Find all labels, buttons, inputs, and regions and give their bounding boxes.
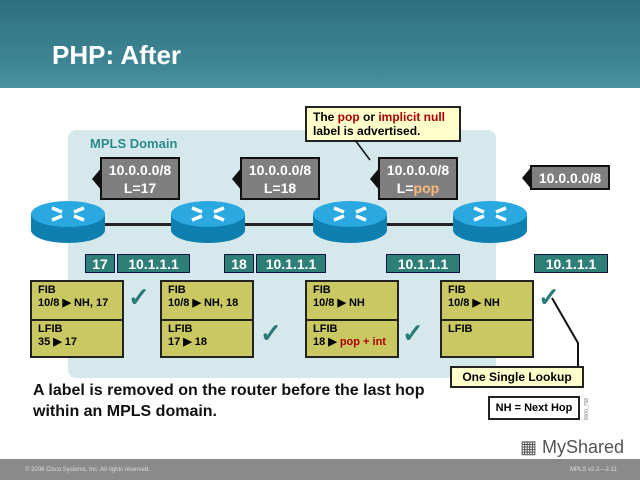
mpls-domain-label: MPLS Domain [90,136,178,151]
router-icon [30,200,106,244]
figure-id: 0000_798 [584,398,590,421]
packet-ip: 10.1.1.1 [256,254,326,273]
slide-title: PHP: After [52,40,182,70]
packet-ip: 10.1.1.1 [386,254,460,273]
watermark: ▦ MyShared [520,437,625,457]
packet-ip: 10.1.1.1 [534,254,608,273]
router-icon [452,200,528,244]
packet-label: 18 [224,254,254,273]
router-icon [170,200,246,244]
footer-band [0,459,640,480]
course-id: MPLS v2.2—2-11 [570,467,617,473]
packet-ip: 10.1.1.1 [117,254,190,273]
summary-text: A label is removed on the router before … [33,382,425,420]
header-band [0,0,640,88]
link-line [70,223,490,226]
lookup-note: One Single Lookup [450,366,584,388]
check-icon: ✓ [538,282,560,312]
packet-label: 17 [85,254,115,273]
check-icon: ✓ [128,282,150,312]
legend-box: NH = Next Hop [488,396,580,420]
check-icon: ✓ [260,318,282,348]
copyright: © 2006 Cisco Systems, Inc. All rights re… [25,467,150,473]
check-icon: ✓ [402,318,424,348]
presentation-icon: ▦ [520,437,538,457]
route-advert-bubble: 10.0.0.0/8 [522,165,610,190]
router-icon [312,200,388,244]
